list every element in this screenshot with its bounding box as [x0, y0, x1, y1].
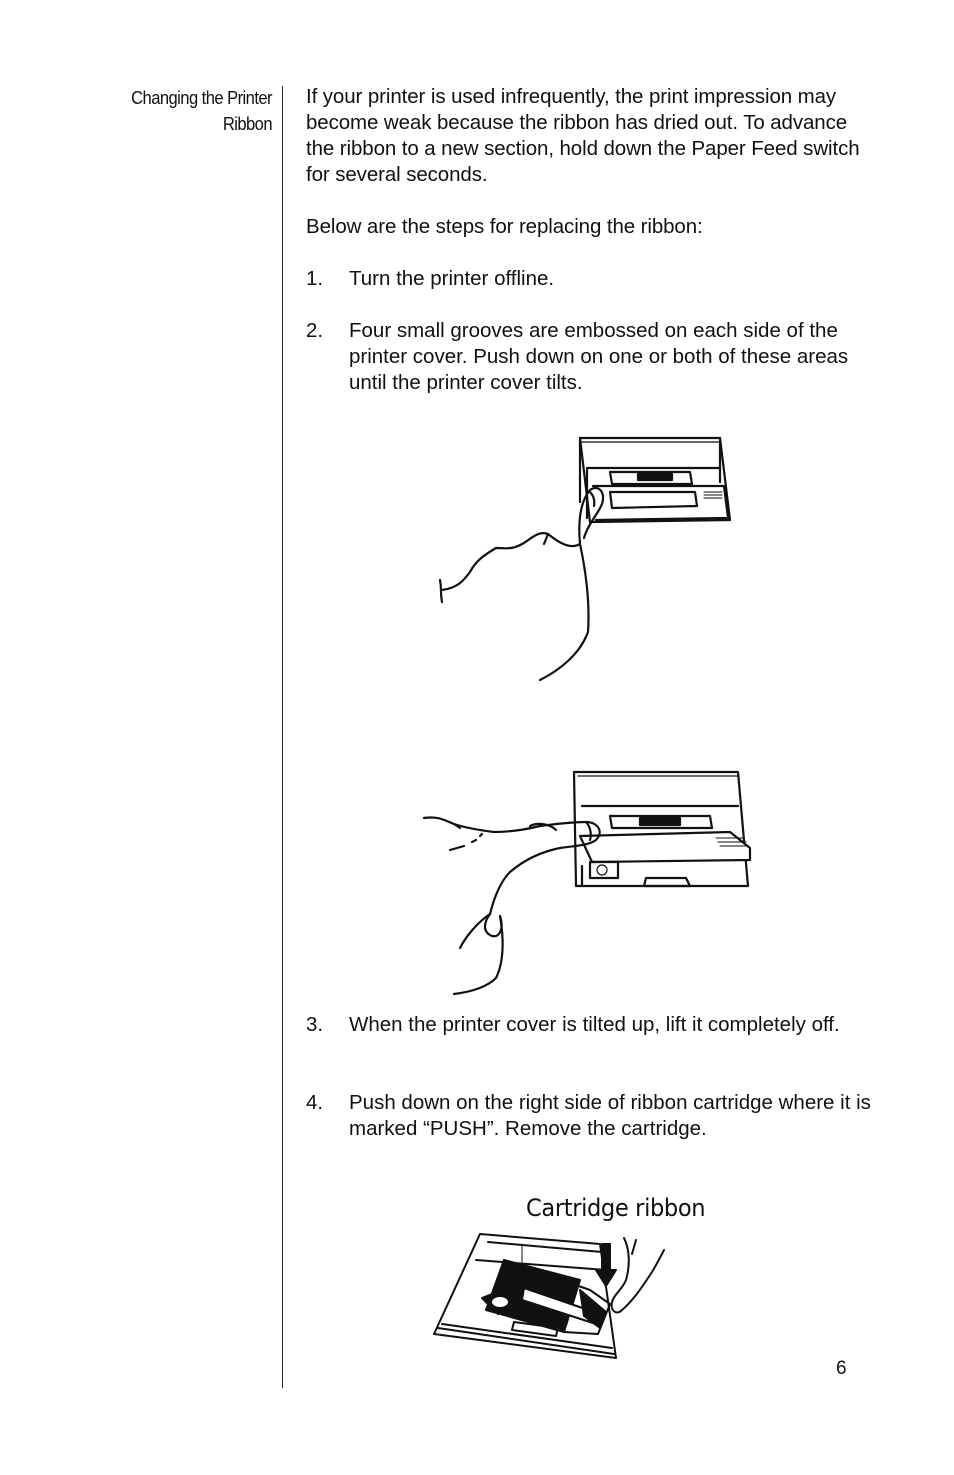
margin-rule [282, 86, 284, 1388]
hand-pushing-ribbon-cartridge-illustration [433, 1233, 665, 1359]
step-text: Turn the printer offline. [349, 267, 555, 290]
step-text: When the printer cover is tilted up, lif… [349, 1013, 840, 1036]
intro-paragraph: If your printer is used infrequently, th… [306, 85, 860, 186]
steps-intro-paragraph: Below are the steps for replacing the ri… [306, 215, 703, 238]
step-number: 4. [306, 1091, 324, 1114]
page-number: 6 [836, 1358, 847, 1379]
section-heading-line2: Ribbon [222, 114, 273, 134]
step-text: Push down on the right side of ribbon ca… [349, 1091, 871, 1140]
step-number: 3. [306, 1013, 324, 1036]
cartridge-ribbon-label: Cartridge ribbon [526, 1194, 706, 1222]
finger-pressing-printer-cover-illustration [438, 436, 732, 682]
section-heading-line1: Changing the Printer [131, 88, 272, 108]
step-text: Four small grooves are embossed on each … [349, 319, 849, 394]
hand-tilting-printer-cover-illustration [422, 770, 752, 996]
section-heading: Changing the Printer Ribbon [77, 85, 272, 137]
step-number: 2. [306, 319, 324, 342]
step-number: 1. [306, 267, 324, 290]
